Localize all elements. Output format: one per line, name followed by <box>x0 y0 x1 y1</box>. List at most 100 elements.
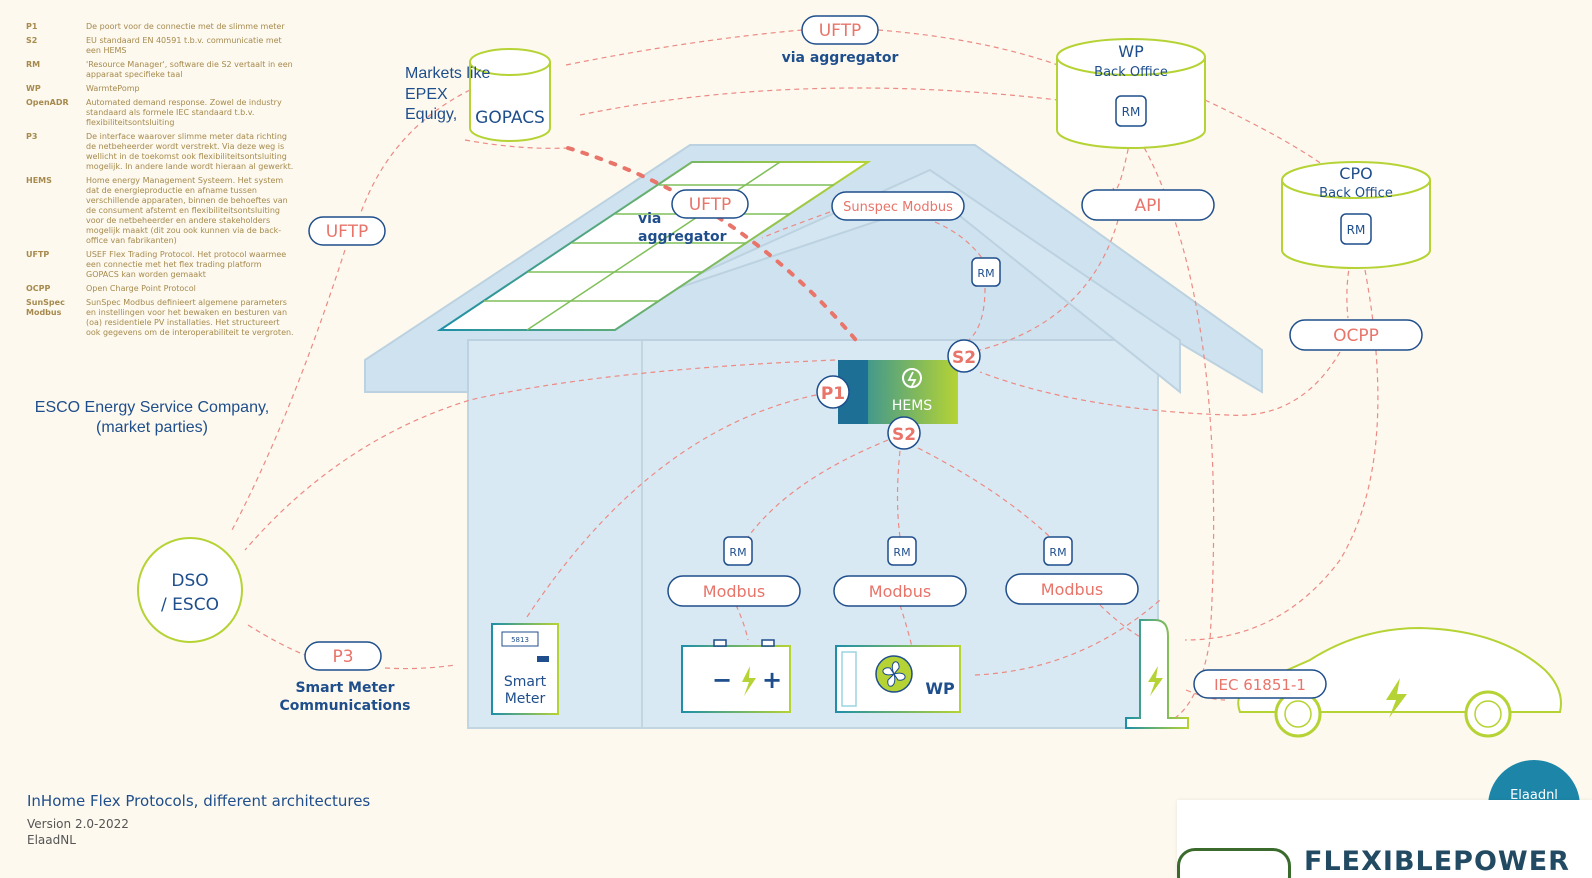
uftp-top-pill: UFTP via aggregator <box>782 15 899 66</box>
iec-label: IEC 61851-1 <box>1214 676 1306 694</box>
p3-sub2: Communications <box>280 698 411 714</box>
smart-meter-line1: Smart <box>504 674 547 690</box>
glossary-term: S2 <box>26 36 38 45</box>
glossary-row: P1 De poort voor de connectie met de slim… <box>26 22 296 32</box>
glossary-definition: Automated demand response. Zowel de indu… <box>86 98 282 127</box>
glossary-definition: De poort voor de connectie met de slimme… <box>86 22 285 31</box>
charging-pole <box>1125 619 1189 729</box>
glossary-definition: EU standaard EN 40591 t.b.v. communicati… <box>86 36 282 55</box>
uftp-left-label: UFTP <box>326 222 369 242</box>
glossary-term: P1 <box>26 22 38 31</box>
hems-label: HEMS <box>892 398 932 414</box>
wp-backoffice-line2: Back Office <box>1094 65 1168 80</box>
car-lightning-icon <box>1386 678 1407 718</box>
glossary-term: OCPP <box>26 284 51 293</box>
barcode-icon <box>537 656 549 662</box>
flexiblepower-card: FLEXIBLEPOWER <box>1177 800 1592 878</box>
rm-heatpump-label: RM <box>893 546 910 559</box>
footer-version: Version 2.0-2022 <box>27 817 129 831</box>
p3-sub1: Smart Meter <box>295 680 394 696</box>
cpo-backoffice-line2: Back Office <box>1319 186 1393 201</box>
glossary-definition: De interface waarover slimme meter data … <box>86 132 294 171</box>
p1-label: P1 <box>821 384 845 404</box>
smart-meter-device: 5813 Smart Meter <box>491 623 559 715</box>
footer-org: ElaadNL <box>27 833 76 847</box>
dso-node: DSO / ESCO <box>137 537 243 643</box>
ocpp-label: OCPP <box>1333 326 1379 346</box>
iec-pill: IEC 61851-1 <box>1193 669 1327 699</box>
glossary-term: HEMS <box>26 176 52 185</box>
modbus-battery-label: Modbus <box>703 582 765 601</box>
sunspec-pill: Sunspec Modbus <box>831 191 965 221</box>
glossary: P1 De poort voor de connectie met de slim… <box>26 22 296 342</box>
esco-line2: (market parties) <box>95 419 209 436</box>
wp-backoffice-database: WP Back Office RM <box>1056 38 1206 149</box>
uftp-roof-sub2: aggregator <box>638 229 727 245</box>
glossary-definition: Home energy Management Systeem. Het syst… <box>86 176 288 245</box>
gopacs-label: GOPACS <box>475 108 545 128</box>
glossary-row: HEMS Home energy Management Systeem. Het … <box>26 176 296 246</box>
battery-minus: − <box>712 666 732 694</box>
sunspec-label: Sunspec Modbus <box>843 200 953 215</box>
heatpump-label: WP <box>925 679 955 698</box>
markets-line1: Markets like <box>405 65 491 82</box>
uftp-roof-label: UFTP <box>689 195 732 215</box>
rm-sunspec-label: RM <box>977 267 994 280</box>
cpo-backoffice-database: CPO Back Office RM <box>1281 161 1431 269</box>
uftp-top-sub: via aggregator <box>782 50 899 66</box>
cpo-backoffice-rm: RM <box>1347 223 1366 237</box>
p1-badge: P1 <box>816 375 850 409</box>
flexiblepower-mark <box>1177 848 1291 878</box>
modbus-charger-label: Modbus <box>1041 580 1103 599</box>
wp-backoffice-line1: WP <box>1118 42 1144 61</box>
smart-meter-line2: Meter <box>505 691 546 707</box>
lightning-icon <box>742 666 756 696</box>
s2-bottom-badge: S2 <box>887 416 921 450</box>
s2-bottom-label: S2 <box>892 425 916 445</box>
modbus-heatpump-label: Modbus <box>869 582 931 601</box>
glossary-definition: 'Resource Manager', software die S2 vert… <box>86 60 293 79</box>
gopacs-database: GOPACS <box>469 48 551 142</box>
gopacs-hems-link <box>566 146 862 347</box>
footer-title: InHome Flex Protocols, different archite… <box>27 792 371 810</box>
glossary-definition: SunSpec Modbus definieert algemene param… <box>86 298 294 337</box>
cpo-backoffice-line1: CPO <box>1339 164 1372 183</box>
rm-sunspec: RM <box>971 257 1001 287</box>
p3-label: P3 <box>332 647 353 667</box>
glossary-row: RM'Resource Manager', software die S2 ve… <box>26 60 296 80</box>
heatpump-device: WP <box>835 645 961 713</box>
hems-box: HEMS <box>838 360 958 424</box>
glossary-term: WP <box>26 84 41 93</box>
glossary-term: P3 <box>26 132 38 141</box>
elaadnl-logo-text: Elaadnl <box>1510 788 1558 803</box>
api-label: API <box>1135 196 1162 216</box>
rm-battery: RM <box>723 536 753 566</box>
s2-top-badge: S2 <box>947 339 981 373</box>
markets-line2: EPEX <box>405 85 448 103</box>
glossary-row: P3 De interface waarover slimme meter dat… <box>26 132 296 172</box>
uftp-roof-pill: UFTP via aggregator <box>638 189 749 245</box>
wp-backoffice-rm: RM <box>1122 105 1141 119</box>
battery-plus: + <box>762 666 782 694</box>
glossary-definition: USEF Flex Trading Protocol. Het protocol… <box>86 250 287 279</box>
flexiblepower-logo-text: FLEXIBLEPOWER <box>1304 846 1570 877</box>
rm-charger-label: RM <box>1049 546 1066 559</box>
markets-caption: Markets like EPEX Equigy, <box>405 64 490 126</box>
glossary-row: S2 EU standaard EN 40591 t.b.v. communica… <box>26 36 296 56</box>
ocpp-pill: OCPP <box>1289 319 1423 351</box>
modbus-charger-pill: Modbus <box>1005 573 1139 605</box>
smart-meter-code: 5813 <box>511 636 529 644</box>
uftp-roof-sub1: via <box>638 211 661 227</box>
uftp-left-pill: UFTP <box>308 216 386 246</box>
esco-caption: ESCO Energy Service Company, (market par… <box>22 398 282 438</box>
rm-charger: RM <box>1043 536 1073 566</box>
esco-line1: ESCO Energy Service Company, <box>34 399 270 416</box>
s2-top-label: S2 <box>952 348 976 368</box>
modbus-heatpump-pill: Modbus <box>833 575 967 607</box>
modbus-battery-pill: Modbus <box>667 575 801 607</box>
